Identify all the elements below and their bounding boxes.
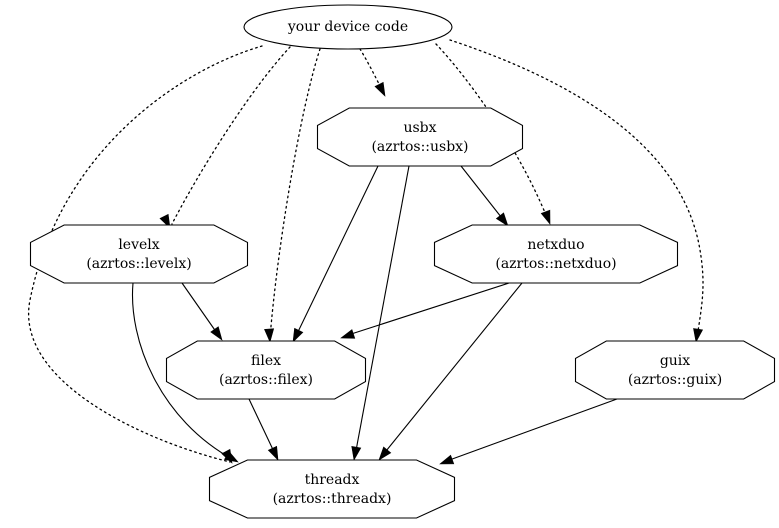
edge-line-solid — [460, 165, 506, 223]
node-octagon-guix[interactable] — [574, 340, 776, 400]
node-octagon-filex[interactable] — [165, 340, 367, 400]
node-label-primary-guix: guix — [660, 353, 690, 369]
edge-line-solid — [354, 165, 410, 457]
edge-levelx-threadx — [131, 282, 239, 463]
node-ellipse-device[interactable] — [243, 4, 453, 50]
arrowhead-icon — [292, 327, 304, 343]
node-label-primary-filex: filex — [251, 353, 281, 369]
node-octagon-netxduo[interactable] — [433, 224, 679, 284]
arrowhead-icon — [264, 328, 275, 343]
arrowhead-icon — [351, 446, 362, 461]
node-octagon-levelx[interactable] — [29, 224, 249, 284]
node-label-secondary-guix: (azrtos::guix) — [628, 372, 722, 388]
edge-line-solid — [381, 282, 523, 457]
node-label-primary-netxduo: netxduo — [527, 237, 584, 253]
edge-netxduo-filex — [340, 282, 510, 339]
edge-line-solid — [181, 282, 220, 337]
node-threadx[interactable]: threadx(azrtos::threadx) — [208, 459, 456, 519]
node-usbx[interactable]: usbx(azrtos::usbx) — [316, 107, 524, 167]
node-netxduo[interactable]: netxduo(azrtos::netxduo) — [433, 224, 679, 284]
edge-usbx-threadx — [351, 165, 410, 461]
node-label-secondary-netxduo: (azrtos::netxduo) — [495, 256, 616, 272]
edge-netxduo-threadx — [378, 282, 523, 461]
node-label-secondary-usbx: (azrtos::usbx) — [371, 139, 468, 155]
node-octagon-threadx[interactable] — [208, 459, 456, 519]
arrowhead-icon — [223, 450, 239, 463]
edge-line-solid — [344, 282, 510, 337]
arrowhead-icon — [340, 329, 356, 339]
edge-device-usbx — [359, 48, 386, 97]
node-label-primary-device: your device code — [287, 19, 408, 35]
arrowhead-icon — [540, 209, 551, 225]
node-label-primary-usbx: usbx — [403, 120, 436, 136]
arrowhead-icon — [210, 326, 223, 341]
edge-usbx-netxduo — [460, 165, 509, 227]
node-guix[interactable]: guix(azrtos::guix) — [574, 340, 776, 400]
edge-line-solid — [443, 398, 618, 463]
arrowhead-icon — [378, 446, 392, 461]
edge-usbx-filex — [292, 165, 379, 343]
node-filex[interactable]: filex(azrtos::filex) — [165, 340, 367, 400]
node-label-primary-threadx: threadx — [305, 472, 360, 488]
node-label-secondary-levelx: (azrtos::levelx) — [86, 256, 191, 272]
node-octagon-usbx[interactable] — [316, 107, 524, 167]
arrowhead-icon — [693, 328, 704, 343]
node-device[interactable]: your device code — [243, 4, 453, 50]
edge-line-dotted — [449, 39, 704, 339]
arrowhead-icon — [495, 212, 509, 227]
edge-line-solid — [131, 282, 235, 461]
edge-line-dotted — [171, 46, 291, 225]
edge-levelx-filex — [181, 282, 223, 341]
edge-line-dotted — [269, 48, 321, 339]
edge-filex-threadx — [248, 398, 279, 461]
arrowhead-icon — [439, 454, 455, 465]
node-label-secondary-threadx: (azrtos::threadx) — [273, 491, 392, 507]
edge-line-dotted — [27, 45, 263, 463]
edge-device-guix — [449, 39, 704, 343]
arrowhead-icon — [374, 81, 386, 97]
node-label-primary-levelx: levelx — [118, 237, 159, 253]
edge-line-solid — [294, 165, 379, 339]
node-levelx[interactable]: levelx(azrtos::levelx) — [29, 224, 249, 284]
arrowhead-icon — [267, 445, 279, 461]
edge-device-filex — [264, 48, 321, 343]
edge-guix-threadx — [439, 398, 618, 465]
nodes-layer: your device codeusbx(azrtos::usbx)levelx… — [29, 4, 776, 519]
node-label-secondary-filex: (azrtos::filex) — [219, 372, 313, 388]
edge-line-solid — [248, 398, 277, 457]
